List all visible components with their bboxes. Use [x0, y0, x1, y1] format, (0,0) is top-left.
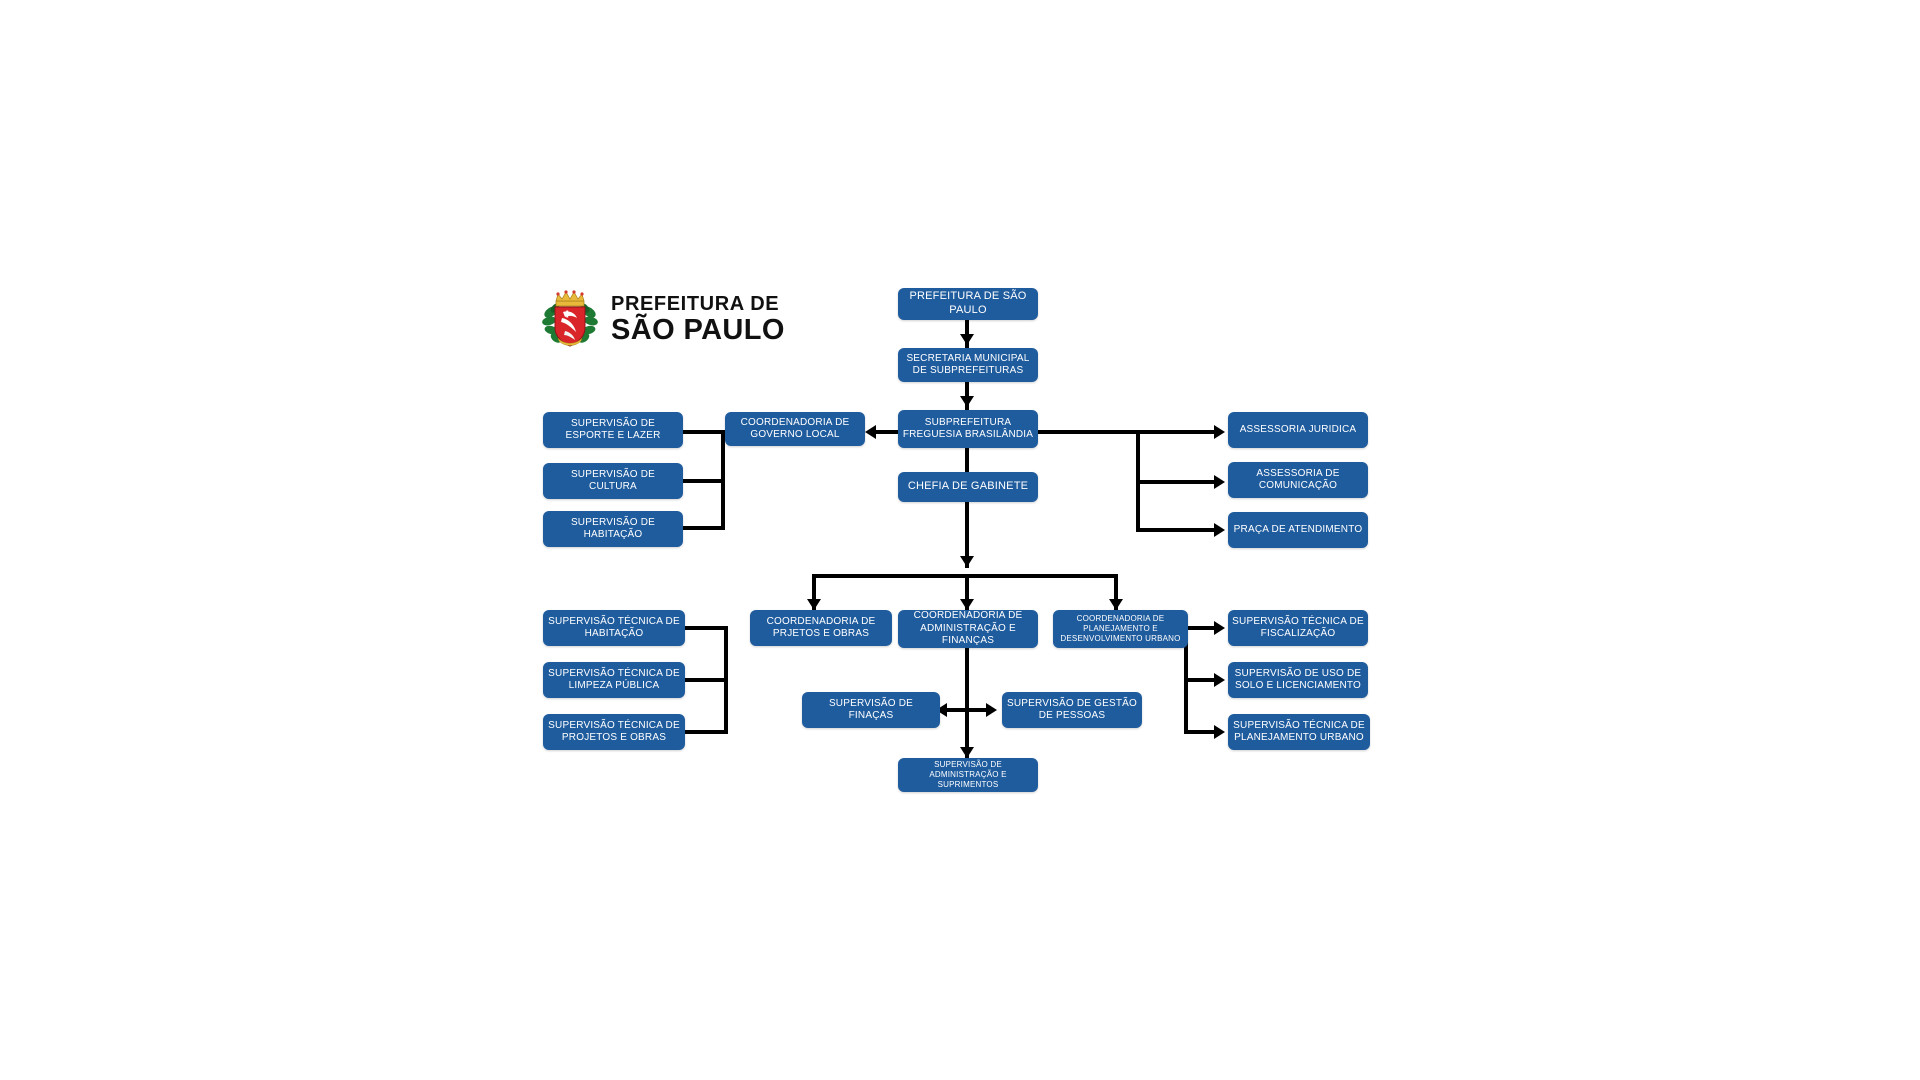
node-assessoria-juridica-label: ASSESSORIA JURIDICA [1239, 423, 1357, 435]
node-praca-atendimento-label: PRAÇA DE ATENDIMENTO [1233, 523, 1363, 535]
edge-planejamento-to-uso-solo-line [1184, 678, 1219, 682]
edge-governo-to-habitacao-line [670, 526, 725, 530]
node-supervisao-habitacao-label: SUPERVISÃO DE HABITAÇÃO [570, 516, 656, 541]
node-st-projetos-obras-label: SUPERVISÃO TÉCNICA DE PROJETOS E OBRAS [548, 719, 680, 744]
node-supervisao-gestao-pessoas-label: SUPERVISÃO DE GESTÃO DE PESSOAS [1007, 697, 1137, 722]
edge-governo-to-cultura-line [670, 479, 725, 483]
logo-wordmark: PREFEITURA DE SÃO PAULO [611, 294, 785, 345]
edge-governo-to-esporte-line [670, 430, 725, 434]
edge-planejamento-to-fiscalizacao-arrow [1214, 621, 1225, 635]
node-st-fiscalizacao[interactable]: SUPERVISÃO TÉCNICA DE FISCALIZAÇÃO [1228, 610, 1368, 646]
node-supervisao-uso-solo-label: SUPERVISÃO DE USO DE SOLO E LICENCIAMENT… [1234, 667, 1362, 692]
node-supervisao-esporte-lazer[interactable]: SUPERVISÃO DE ESPORTE E LAZER [543, 412, 683, 448]
node-supervisao-gestao-pessoas[interactable]: SUPERVISÃO DE GESTÃO DE PESSOAS [1002, 692, 1142, 728]
edge-right-to-comunicacao-line [1136, 480, 1219, 484]
edge-admin-to-financas-arrow [936, 703, 947, 717]
node-coordenadoria-projetos-obras[interactable]: COORDENADORIA DE PRJETOS E OBRAS [750, 610, 892, 646]
node-assessoria-comunicacao-label: ASSESSORIA DE COMUNICAÇÃO [1256, 467, 1340, 492]
node-assessoria-juridica[interactable]: ASSESSORIA JURIDICA [1228, 412, 1368, 448]
edge-right-to-comunicacao-arrow [1214, 475, 1225, 489]
node-supervisao-habitacao[interactable]: SUPERVISÃO DE HABITAÇÃO [543, 511, 683, 547]
edge-projetos-to-st-limpeza-line [675, 678, 728, 682]
node-supervisao-financas-label: SUPERVISÃO DE FINAÇAS [828, 697, 914, 722]
edge-planejamento-to-fiscalizacao-line [1184, 626, 1219, 630]
edge-chefia-down-line [965, 502, 969, 568]
node-praca-atendimento[interactable]: PRAÇA DE ATENDIMENTO [1228, 512, 1368, 548]
edge-subpref-governo-line [874, 430, 899, 434]
node-supervisao-cultura-label: SUPERVISÃO DE CULTURA [570, 468, 656, 493]
edge-bus-drop-admin-arrow [960, 599, 974, 610]
node-coordenadoria-governo-local-label: COORDENADORIA DE GOVERNO LOCAL [740, 416, 850, 441]
node-coordenadoria-planejamento-urbano-label: COORDENADORIA DE PLANEJAMENTO E DESENVOL… [1060, 614, 1181, 643]
edge-right-trunk-h [1038, 430, 1140, 434]
logo-line-1: PREFEITURA DE [611, 292, 780, 315]
node-st-limpeza-publica[interactable]: SUPERVISÃO TÉCNICA DE LIMPEZA PÚBLICA [543, 662, 685, 698]
edge-right-to-praca-line [1136, 528, 1219, 532]
node-supervisao-uso-solo[interactable]: SUPERVISÃO DE USO DE SOLO E LICENCIAMENT… [1228, 662, 1368, 698]
edge-admin-cross-h [944, 708, 990, 712]
edge-bus-drop-projetos-line [812, 574, 816, 610]
node-supervisao-administracao-suprimentos[interactable]: SUPERVISÃO DE ADMINISTRAÇÃO E SUPRIMENTO… [898, 758, 1038, 792]
node-coordenadoria-projetos-obras-label: COORDENADORIA DE PRJETOS E OBRAS [766, 615, 876, 640]
edge-right-to-juridica-arrow [1214, 425, 1225, 439]
node-st-habitacao-label: SUPERVISÃO TÉCNICA DE HABITAÇÃO [548, 615, 680, 640]
edge-projetos-to-st-habitacao-line [675, 626, 728, 630]
edge-admin-to-suprimentos-arrow [960, 747, 974, 758]
edge-planejamento-to-st-planejamento-arrow [1214, 725, 1225, 739]
edge-planejamento-to-st-planejamento-line [1184, 730, 1219, 734]
node-st-fiscalizacao-label: SUPERVISÃO TÉCNICA DE FISCALIZAÇÃO [1232, 615, 1364, 640]
node-prefeitura[interactable]: PREFEITURA DE SÃO PAULO [898, 288, 1038, 320]
edge-subpref-chefia-line [965, 448, 969, 472]
node-st-planejamento-urbano-label: SUPERVISÃO TÉCNICA DE PLANEJAMENTO URBAN… [1233, 719, 1365, 744]
logo-line-2: SÃO PAULO [611, 313, 785, 346]
edge-subpref-governo-arrow [865, 425, 876, 439]
node-coordenadoria-governo-local[interactable]: COORDENADORIA DE GOVERNO LOCAL [725, 412, 865, 446]
edge-prefeitura-secretaria-arrow [960, 334, 974, 345]
node-st-limpeza-publica-label: SUPERVISÃO TÉCNICA DE LIMPEZA PÚBLICA [548, 667, 680, 692]
node-coordenadoria-administracao-financas-label: COORDENADORIA DE ADMINISTRAÇÃO E FINANÇA… [913, 610, 1023, 647]
sao-paulo-coat-of-arms-icon [542, 290, 598, 347]
node-st-planejamento-urbano[interactable]: SUPERVISÃO TÉCNICA DE PLANEJAMENTO URBAN… [1228, 714, 1370, 750]
edge-bus-drop-projetos-arrow [807, 599, 821, 610]
edge-bus-drop-admin-line [965, 574, 969, 610]
node-assessoria-comunicacao[interactable]: ASSESSORIA DE COMUNICAÇÃO [1228, 462, 1368, 498]
node-chefia-gabinete[interactable]: CHEFIA DE GABINETE [898, 472, 1038, 502]
edge-chefia-down-arrow [960, 556, 974, 567]
edge-projetos-to-st-projetos-line [675, 730, 728, 734]
node-supervisao-cultura[interactable]: SUPERVISÃO DE CULTURA [543, 463, 683, 499]
edge-right-to-praca-arrow [1214, 523, 1225, 537]
edge-admin-to-gestao-arrow [986, 703, 997, 717]
node-st-projetos-obras[interactable]: SUPERVISÃO TÉCNICA DE PROJETOS E OBRAS [543, 714, 685, 750]
node-supervisao-administracao-suprimentos-label: SUPERVISÃO DE ADMINISTRAÇÃO E SUPRIMENTO… [929, 760, 1007, 789]
edge-planejamento-to-uso-solo-arrow [1214, 673, 1225, 687]
node-coordenadoria-planejamento-urbano[interactable]: COORDENADORIA DE PLANEJAMENTO E DESENVOL… [1053, 610, 1188, 648]
edge-bus-drop-planejamento-arrow [1109, 599, 1123, 610]
node-coordenadoria-administracao-financas[interactable]: COORDENADORIA DE ADMINISTRAÇÃO E FINANÇA… [898, 610, 1038, 648]
node-st-habitacao[interactable]: SUPERVISÃO TÉCNICA DE HABITAÇÃO [543, 610, 685, 646]
node-secretaria[interactable]: SECRETARIA MUNICIPAL DE SUBPREFEITURAS [898, 348, 1038, 382]
node-subprefeitura[interactable]: SUBPREFEITURA FREGUESIA BRASILÂNDIA [898, 410, 1038, 448]
node-secretaria-label: SECRETARIA MUNICIPAL DE SUBPREFEITURAS [906, 352, 1030, 377]
node-supervisao-esporte-lazer-label: SUPERVISÃO DE ESPORTE E LAZER [565, 417, 661, 442]
node-supervisao-financas[interactable]: SUPERVISÃO DE FINAÇAS [802, 692, 940, 728]
edge-right-to-juridica-line [1136, 430, 1219, 434]
edge-secretaria-subprefeitura-arrow [960, 396, 974, 407]
node-subprefeitura-label: SUBPREFEITURA FREGUESIA BRASILÂNDIA [902, 416, 1034, 441]
edge-bus-drop-planejamento-line [1114, 574, 1118, 610]
sao-paulo-logo: PREFEITURA DE SÃO PAULO [541, 288, 785, 350]
edge-admin-trunk-v [965, 648, 969, 758]
node-chefia-gabinete-label: CHEFIA DE GABINETE [907, 480, 1029, 493]
node-prefeitura-label: PREFEITURA DE SÃO PAULO [909, 290, 1027, 316]
